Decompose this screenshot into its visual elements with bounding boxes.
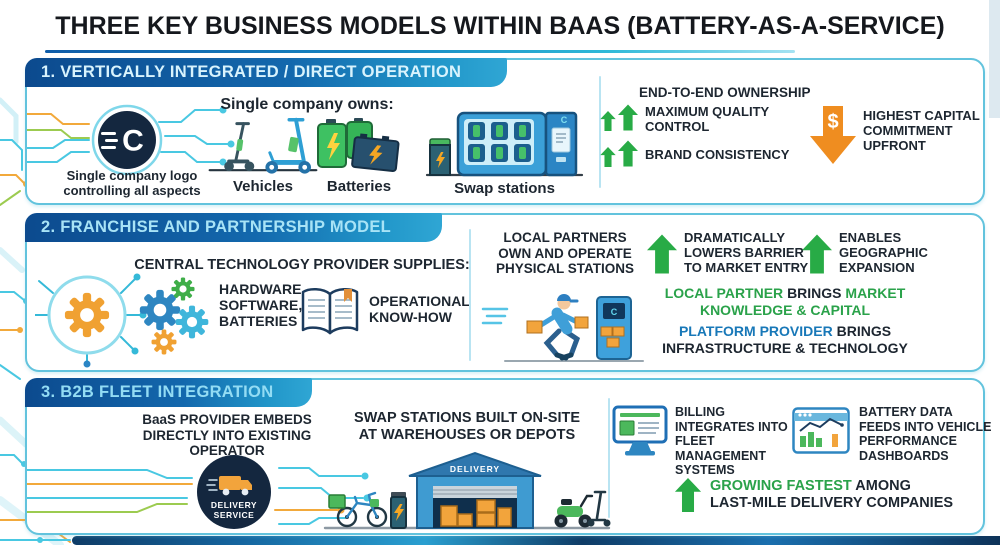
logo-caption: Single company logo controlling all aspe… <box>63 168 201 198</box>
section-vertically-integrated: 1. VERTICALLY INTEGRATED / DIRECT OPERAT… <box>25 58 985 205</box>
embeds-text: BaaS PROVIDER EMBEDS DIRECTLY INTO EXIST… <box>142 412 312 458</box>
benefit-geographic-expansion: ENABLES GEOGRAPHIC EXPANSION <box>839 230 928 275</box>
battery-dashboard-icon <box>792 407 850 454</box>
owns-heading: Single company owns: <box>220 96 394 113</box>
knowledge-capital-text: KNOWLEDGE & CAPITAL <box>699 301 871 318</box>
brings-text: BRINGS <box>787 285 842 301</box>
swap-stations-label: Swap stations <box>454 180 555 197</box>
warehouse-scene-icon: DELIVERY <box>323 451 611 530</box>
gears-cluster-icon <box>139 277 209 355</box>
section2-header: 2. FRANCHISE AND PARTNERSHIP MODEL <box>25 213 442 242</box>
divider <box>599 76 601 188</box>
warehouse-sign: DELIVERY <box>450 464 500 474</box>
growing-green-text: GROWING FASTEST <box>710 478 852 494</box>
divider <box>469 229 471 361</box>
section-franchise-partnership: 2. FRANCHISE AND PARTNERSHIP MODEL CENTR… <box>25 213 985 372</box>
dollar-down-arrow-icon: $ <box>810 106 856 164</box>
local-partner-brings: LOCAL PARTNER BRINGS MARKET KNOWLEDGE & … <box>635 285 935 318</box>
brings-text: BRINGS <box>836 323 892 339</box>
platform-provider-text: PLATFORM PROVIDER <box>678 323 833 339</box>
local-partners-text: LOCAL PARTNERS OWN AND OPERATE PHYSICAL … <box>495 230 634 276</box>
section-b2b-fleet: 3. B2B FLEET INTEGRATION BaaS PROVIDER E… <box>25 378 991 535</box>
billing-monitor-icon <box>612 405 668 456</box>
station-mark: C <box>561 115 568 125</box>
batteries-icon <box>317 118 400 173</box>
infrastructure-text: INFRASTRUCTURE & TECHNOLOGY <box>662 339 908 356</box>
growing-line2-text: LAST-MILE DELIVERY COMPANIES <box>710 495 954 511</box>
billing-text: BILLING INTEGRATES INTO FLEET MANAGEMENT… <box>675 405 788 477</box>
up-arrow-icon <box>647 234 677 274</box>
platform-provider-brings: PLATFORM PROVIDER BRINGS INFRASTRUCTURE … <box>635 323 935 356</box>
pro-quality-control: MAXIMUM QUALITY CONTROL <box>645 104 770 134</box>
vehicles-label: Vehicles <box>232 178 294 195</box>
logo-letter: C <box>122 125 144 158</box>
growing-among-text: AMONG <box>855 478 911 494</box>
onsite-text: SWAP STATIONS BUILT ON-SITE AT WAREHOUSE… <box>353 410 581 443</box>
technology-hub-gear-icon <box>35 273 147 368</box>
supply-hardware-software: HARDWARE, SOFTWARE, BATTERIES <box>219 281 306 329</box>
page-title: THREE KEY BUSINESS MODELS WITHIN BAAS (B… <box>55 12 945 40</box>
logo-line-2: SERVICE <box>214 510 255 520</box>
scooters-icon <box>208 117 318 174</box>
divider <box>608 398 610 518</box>
partner-runner-kiosk-icon: C <box>481 294 644 362</box>
dollar-sign: $ <box>827 111 838 133</box>
up-arrow-icon <box>802 234 832 274</box>
double-up-arrow-icon <box>600 104 638 131</box>
up-arrow-icon <box>674 478 702 512</box>
pro-brand-consistency: BRAND CONSISTENCY <box>645 147 790 162</box>
supplies-heading: CENTRAL TECHNOLOGY PROVIDER SUPPLIES: <box>134 257 470 273</box>
batteries-label: Batteries <box>326 178 392 195</box>
market-text: MARKET <box>845 285 906 301</box>
ownership-heading: END-TO-END OWNERSHIP <box>639 85 811 100</box>
kiosk-mark: C <box>611 307 618 317</box>
knowhow-book-icon <box>301 288 359 335</box>
title-underline <box>45 50 795 53</box>
section1-header: 1. VERTICALLY INTEGRATED / DIRECT OPERAT… <box>25 58 507 87</box>
benefit-lowers-barrier: DRAMATICALLY LOWERS BARRIER TO MARKET EN… <box>684 230 809 275</box>
section3-header: 3. B2B FLEET INTEGRATION <box>25 378 312 407</box>
bottom-bar <box>72 536 1000 545</box>
growing-fastest-text: GROWING FASTEST AMONG LAST-MILE DELIVERY… <box>710 478 970 512</box>
battery-data-text: BATTERY DATA FEEDS INTO VEHICLE PERFORMA… <box>859 405 992 463</box>
company-logo-icon: C <box>27 104 235 176</box>
double-up-arrow-icon <box>600 140 638 167</box>
local-partner-text: LOCAL PARTNER <box>664 285 784 301</box>
logo-line-1: DELIVERY <box>211 500 257 510</box>
swap-station-icon: C <box>425 111 584 177</box>
supply-operational-knowhow: OPERATIONAL KNOW-HOW <box>369 293 470 325</box>
delivery-service-logo: DELIVERY SERVICE <box>197 455 271 529</box>
con-capital-commitment: HIGHEST CAPITAL COMMITMENT UPFRONT <box>863 108 980 153</box>
